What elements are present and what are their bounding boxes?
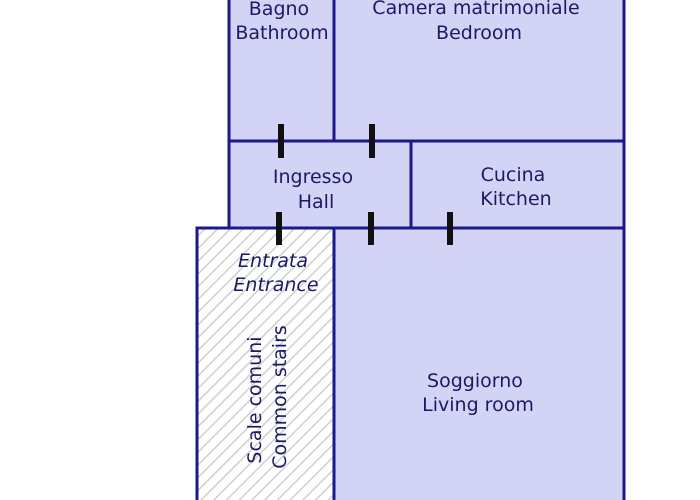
room-bathroom (229, 0, 334, 141)
hall-label-en: Hall (298, 191, 335, 213)
room-living (334, 228, 624, 500)
kitchen-label-en: Kitchen (480, 188, 551, 210)
hall-label-it: Ingresso (273, 166, 353, 188)
bathroom-label: Bagno Bathroom (235, 0, 328, 44)
kitchen-label: Cucina Kitchen (480, 164, 551, 210)
entrance-label: Entrata Entrance (233, 250, 318, 296)
stairs-label: Scale comuni Common stairs (244, 325, 291, 469)
room-bedroom (334, 0, 624, 141)
living-label-it: Soggiorno (427, 370, 523, 392)
door-marks (276, 124, 453, 245)
living-label: Soggiorno Living room (422, 370, 534, 416)
walls (195, 0, 626, 500)
room-hall (229, 141, 411, 228)
hall-label: Ingresso Hall (273, 166, 359, 213)
entrance-label-it: Entrata (238, 250, 308, 272)
stairs-label-group: Scale comuni Common stairs (244, 325, 291, 469)
bathroom-label-it: Bagno (249, 0, 309, 20)
living-label-en: Living room (422, 394, 534, 416)
room-kitchen (411, 141, 624, 228)
bedroom-label: Camera matrimoniale Bedroom (372, 0, 585, 44)
stairs-label-en: Common stairs (269, 325, 291, 469)
bathroom-label-en: Bathroom (235, 22, 328, 44)
kitchen-label-it: Cucina (481, 164, 546, 186)
entrance-label-en: Entrance (233, 274, 318, 296)
bedroom-label-it: Camera matrimoniale (372, 0, 579, 19)
common-stairs-area (197, 228, 334, 500)
bedroom-label-en: Bedroom (436, 22, 522, 44)
stairs-label-it: Scale comuni (244, 336, 266, 463)
